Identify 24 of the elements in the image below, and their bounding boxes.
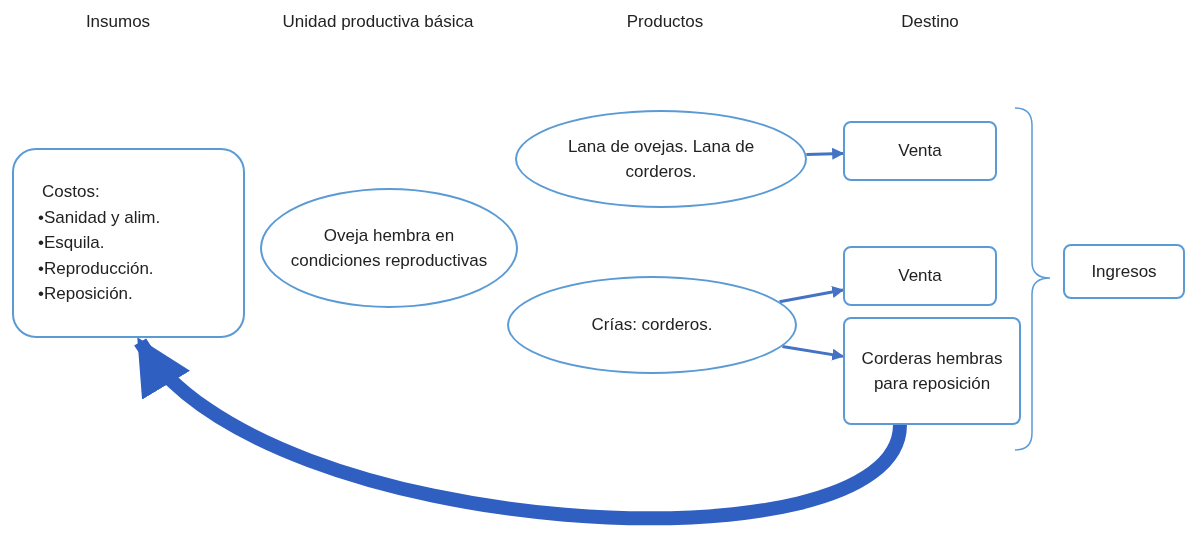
node-text: Venta <box>898 265 942 288</box>
arrow <box>806 147 845 160</box>
bullet-item: •Reposición. <box>38 283 133 306</box>
bullet-item: •Sanidad y alim. <box>38 206 161 229</box>
node-text: Corderas hembras para reposición <box>860 347 1004 395</box>
rounded-box <box>1063 244 1185 299</box>
node-text: Venta <box>898 140 942 163</box>
bullet-item: •Esquila. <box>38 232 105 255</box>
rounded-box <box>843 121 997 181</box>
column-heading: Destino <box>901 11 959 34</box>
node-text: Crías: corderos. <box>591 314 713 337</box>
node-text: Ingresos <box>1091 260 1157 283</box>
rounded-box <box>843 317 1021 425</box>
arrow <box>779 286 845 304</box>
node-text: Oveja hembra en condiciones reproductivas <box>289 224 489 272</box>
column-heading: Productos <box>626 11 704 34</box>
column-heading: Insumos <box>85 11 151 34</box>
node-text: Lana de ovejas. Lana de corderos. <box>566 135 756 183</box>
arrow <box>782 344 845 361</box>
rounded-box <box>12 148 245 338</box>
rounded-box <box>843 246 997 306</box>
node-text: Costos: <box>42 181 100 204</box>
bullet-item: •Reproducción. <box>38 257 154 280</box>
column-heading: Unidad productiva básica <box>282 11 474 34</box>
